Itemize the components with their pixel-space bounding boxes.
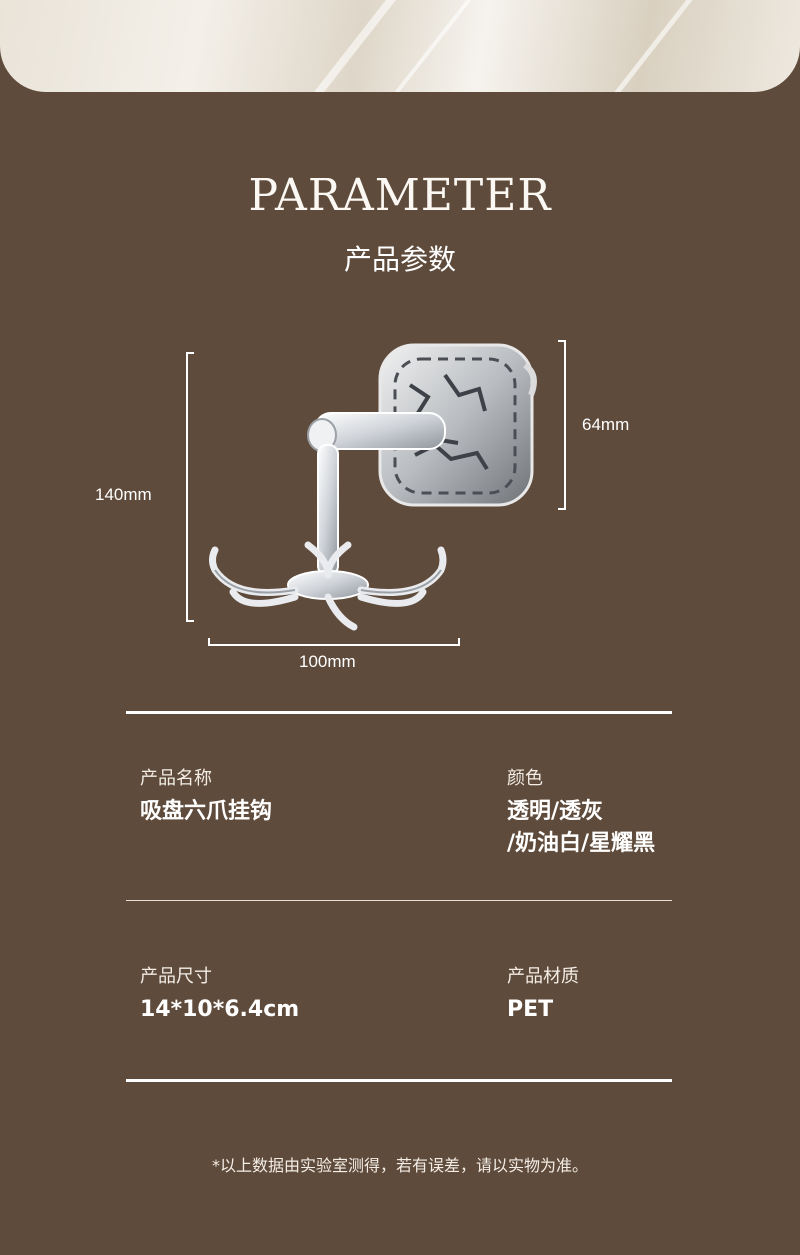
product-name-label: 产品名称 xyxy=(140,768,212,789)
divider-top xyxy=(126,711,672,714)
width-bracket xyxy=(208,638,460,654)
six-claw-hook-illustration xyxy=(209,343,537,631)
product-size-value: 14*10*6.4cm xyxy=(140,997,300,1022)
product-size-label: 产品尺寸 xyxy=(140,966,212,987)
color-label: 颜色 xyxy=(507,768,543,789)
height-bracket xyxy=(186,352,194,622)
page-title-cn: 产品参数 xyxy=(343,243,456,276)
product-material-label: 产品材质 xyxy=(507,966,579,987)
divider-middle xyxy=(126,900,672,901)
page-title-en: PARAMETER xyxy=(248,170,552,221)
product-name-value: 吸盘六爪挂钩 xyxy=(140,799,273,824)
disclaimer-footnote: *以上数据由实验室测得，若有误差，请以实物为准。 xyxy=(211,1156,588,1175)
width-dimension-label: 100mm xyxy=(299,652,356,671)
color-value-line1: 透明/透灰 xyxy=(507,799,604,824)
color-value-line2: /奶油白/星耀黑 xyxy=(507,831,656,856)
product-material-value: PET xyxy=(507,997,554,1022)
depth-dimension-label: 64mm xyxy=(582,415,630,434)
depth-bracket xyxy=(556,340,566,510)
height-dimension-label: 140mm xyxy=(95,485,152,504)
top-product-photo xyxy=(0,0,800,92)
divider-bottom xyxy=(126,1079,672,1082)
